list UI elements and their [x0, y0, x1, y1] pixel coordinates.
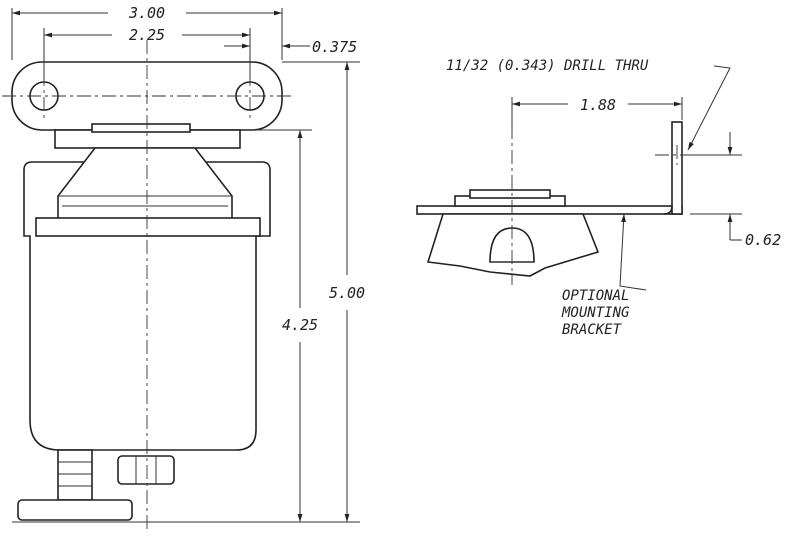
note-bracket-1: OPTIONAL — [562, 288, 629, 304]
terminal-nut — [117, 455, 175, 485]
note-bracket-3: BRACKET — [562, 322, 623, 338]
dim-bracket-height: 0.62 — [745, 231, 781, 249]
dim-hole-spacing: 2.25 — [129, 26, 165, 44]
bracket-upright — [671, 121, 683, 215]
terminal-left — [57, 449, 93, 501]
dim-tab-offset: 0.375 — [312, 38, 357, 56]
note-drill: 11/32 (0.343) DRILL THRU — [446, 58, 649, 74]
front-dimensions: 3.00 2.25 0.375 5.00 4.25 — [11, 4, 365, 523]
note-bracket-2: MOUNTING — [561, 305, 630, 321]
front-view — [2, 40, 292, 530]
side-dimensions: 1.88 11/32 (0.343) DRILL THRU 0.62 OPTIO… — [446, 58, 781, 338]
bracket-plate — [416, 205, 683, 215]
dim-overall-width: 3.00 — [128, 4, 165, 22]
side-view — [416, 100, 695, 285]
base-lug — [17, 499, 133, 521]
dim-overall-height: 5.00 — [329, 284, 365, 302]
conical-neck — [57, 147, 233, 223]
dim-bracket-reach: 1.88 — [580, 96, 616, 114]
dim-body-height: 4.25 — [282, 316, 318, 334]
